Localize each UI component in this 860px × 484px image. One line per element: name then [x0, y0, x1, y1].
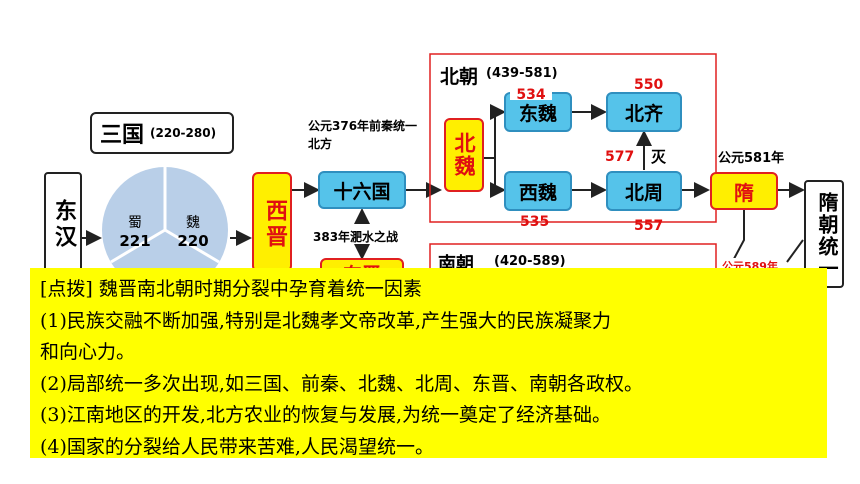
- panel-line: (4)国家的分裂给人民带来苦难,人民渴望统一。: [40, 435, 434, 458]
- sanguo-years: (220-280): [150, 126, 217, 140]
- year-577: 577: [605, 149, 635, 165]
- pie-value-shu: 221: [119, 232, 151, 250]
- pie-value-wei: 220: [177, 232, 209, 250]
- nanchao-years: (420-589): [494, 254, 566, 269]
- year-550: 550: [634, 77, 664, 93]
- pie-divider: [164, 228, 220, 264]
- beiqi-box: 北齐: [606, 92, 682, 132]
- pie-label-wei: 魏: [186, 215, 200, 231]
- year-557: 557: [634, 218, 664, 234]
- explanation-panel: [点拨] 魏晋南北朝时期分裂中孕育着统一因素 (1)民族交融不断加强,特别是北魏…: [30, 268, 827, 458]
- pie-label-shu: 蜀: [128, 215, 142, 231]
- beiwei-box: 北魏: [444, 118, 484, 192]
- sui-581-note: 公元581年: [718, 151, 785, 166]
- panel-line: 和向心力。: [40, 341, 136, 363]
- arrow-beiwei-xiwei: [483, 157, 506, 198]
- arrow-beiwei-dongwei: [483, 104, 506, 159]
- sanguo-label-box: 三国 (220-280): [90, 112, 234, 154]
- panel-line: (3)江南地区的开发,北方农业的恢复与发展,为统一奠定了经济基础。: [40, 404, 611, 426]
- sui-box: 隋: [710, 172, 778, 210]
- arrow-589-unify: [786, 239, 804, 263]
- beichao-title: 北朝: [440, 66, 479, 88]
- qianqin-note: 公元376年前秦统一北方: [308, 119, 418, 151]
- panel-line: (1)民族交融不断加强,特别是北魏孝文帝改革,产生强大的民族凝聚力: [40, 309, 611, 332]
- xiwei-box: 西魏: [504, 171, 572, 211]
- sanguo-pie: [102, 167, 228, 293]
- panel-line: (2)局部统一多次出现,如三国、前秦、北魏、北周、东晋、南朝各政权。: [40, 372, 643, 395]
- pie-divider: [110, 228, 166, 264]
- beichao-frame: [429, 53, 717, 223]
- donghan-box: 东汉: [44, 172, 82, 278]
- feishui-note: 383年淝水之战: [313, 230, 399, 244]
- beichao-years: (439-581): [486, 66, 558, 81]
- panel-heading: [点拨] 魏晋南北朝时期分裂中孕育着统一因素: [40, 278, 422, 300]
- year-534-badge: 534: [510, 84, 552, 103]
- shiliuguo-box: 十六国: [318, 171, 406, 209]
- xijin-box: 西晋: [252, 172, 292, 272]
- beizhou-box: 北周: [606, 171, 682, 211]
- sanguo-label: 三国: [100, 123, 145, 148]
- year-534: 534: [516, 87, 546, 103]
- year-535: 535: [520, 214, 550, 230]
- mie-label: 灭: [651, 148, 667, 166]
